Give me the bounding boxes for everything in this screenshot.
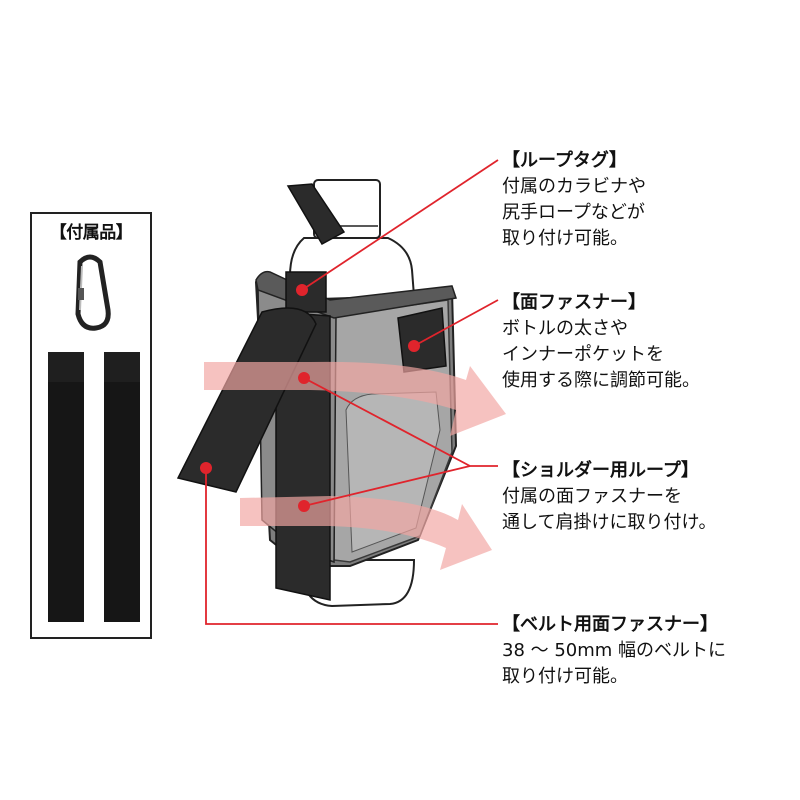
accessories-illustration (48, 254, 140, 622)
accessories-box: 【付属品】 (30, 212, 152, 639)
velcro-strap-icon (104, 352, 140, 622)
annotation-belt-fastener: 【ベルト用面ファスナー】 38 ～ 50mm 幅のベルトに 取り付け可能。 (502, 612, 726, 690)
annotation-line: 付属の面ファスナーを (502, 486, 682, 507)
annotation-heading: 【ベルト用面ファスナー】 (502, 614, 718, 635)
annotation-heading: 【面ファスナー】 (502, 292, 646, 313)
annotation-line: 尻手ロープなどが (502, 202, 645, 223)
annotation-line: 付属のカラビナや (502, 176, 646, 197)
annotation-fastener: 【面ファスナー】 ボトルの太さや インナーポケットを 使用する際に調節可能。 (502, 290, 700, 394)
arrow-icon (204, 361, 506, 570)
annotation-line: 取り付け可能。 (502, 228, 628, 249)
velcro-strap-icon (48, 352, 84, 622)
annotation-loop-tag: 【ループタグ】 付属のカラビナや 尻手ロープなどが 取り付け可能。 (502, 148, 646, 252)
annotation-line: ボトルの太さや (502, 318, 628, 339)
annotation-line: 38 ～ 50mm 幅のベルトに (502, 640, 727, 661)
annotation-heading: 【ショルダー用ループ】 (502, 460, 699, 481)
annotation-line: 使用する際に調節可能。 (502, 370, 700, 391)
leader-lines (205, 159, 499, 625)
annotation-line: 通して肩掛けに取り付け。 (502, 512, 717, 533)
annotation-shoulder-loop: 【ショルダー用ループ】 付属の面ファスナーを 通して肩掛けに取り付け。 (502, 458, 717, 536)
annotation-line: インナーポケットを (502, 344, 664, 365)
annotation-heading: 【ループタグ】 (502, 150, 627, 171)
annotation-line: 取り付け可能。 (502, 666, 628, 687)
leader-dots (200, 284, 420, 512)
accessories-title: 【付属品】 (49, 223, 133, 243)
carabiner-icon (75, 254, 111, 331)
